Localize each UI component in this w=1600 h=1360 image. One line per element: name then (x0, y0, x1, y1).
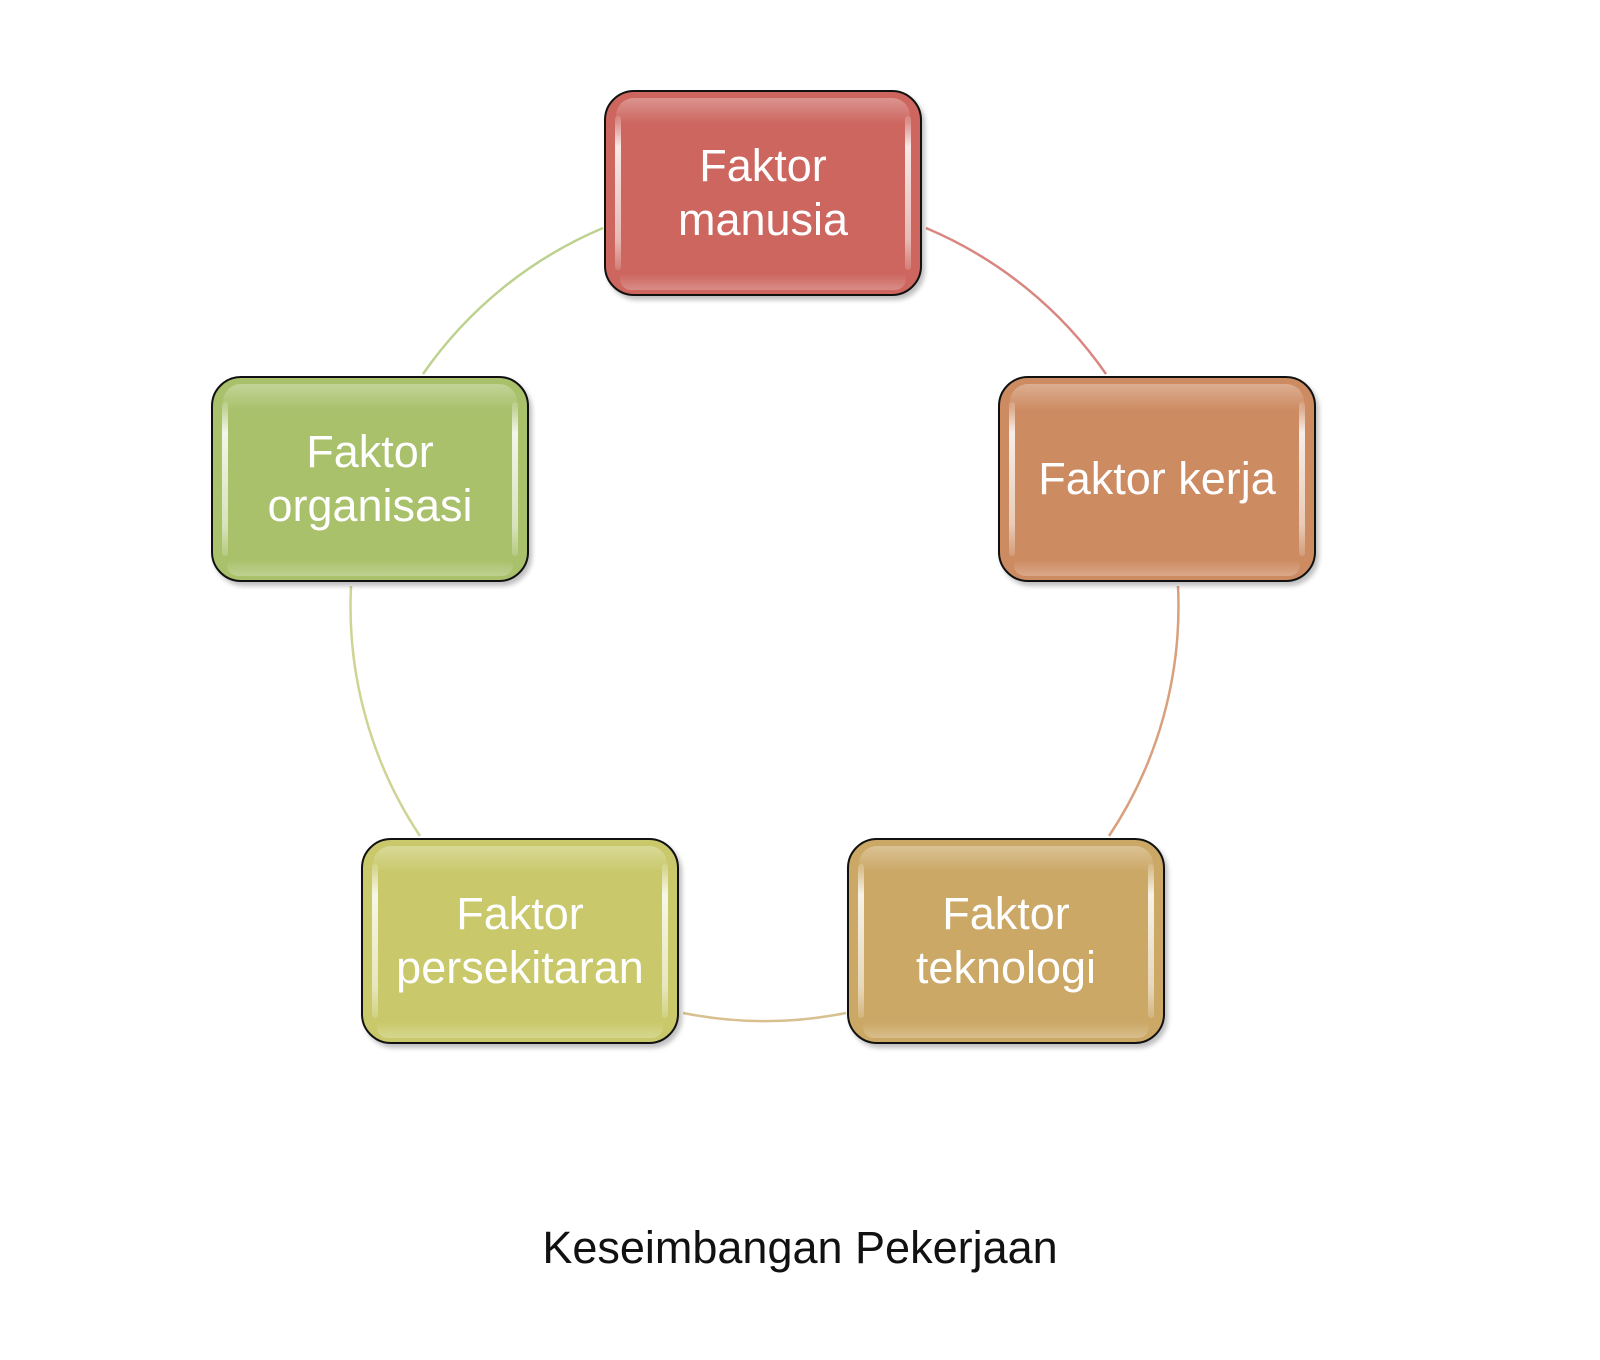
gloss-highlight (1009, 402, 1015, 556)
node-faktor-teknologi: Faktor teknologi (847, 838, 1165, 1044)
gloss-highlight (1299, 402, 1305, 556)
gloss-highlight (222, 402, 228, 556)
gloss-highlight (905, 116, 911, 270)
node-label: Faktor teknologi (915, 888, 1097, 993)
connector-teknologi-persekitaran (682, 1011, 847, 1023)
gloss-highlight (1148, 864, 1154, 1018)
node-faktor-organisasi: Faktor organisasi (211, 376, 529, 582)
connector-manusia-kerja (925, 226, 1108, 375)
node-faktor-kerja: Faktor kerja (998, 376, 1316, 582)
connector-kerja-teknologi (1107, 585, 1180, 837)
node-label: Faktor persekitaran (396, 888, 644, 993)
connector-persekitaran-organisasi (349, 585, 422, 837)
gloss-highlight (662, 864, 668, 1018)
diagram-caption: Keseimbangan Pekerjaan (542, 1222, 1058, 1273)
node-faktor-manusia: Faktor manusia (604, 90, 922, 296)
gloss-highlight (615, 116, 621, 270)
node-label: Faktor kerja (1038, 453, 1276, 504)
node-label: Faktor manusia (677, 140, 849, 245)
connector-organisasi-manusia (421, 226, 604, 375)
node-faktor-persekitaran: Faktor persekitaran (361, 838, 679, 1044)
gloss-highlight (858, 864, 864, 1018)
node-label: Faktor organisasi (267, 426, 473, 531)
gloss-highlight (512, 402, 518, 556)
gloss-highlight (372, 864, 378, 1018)
